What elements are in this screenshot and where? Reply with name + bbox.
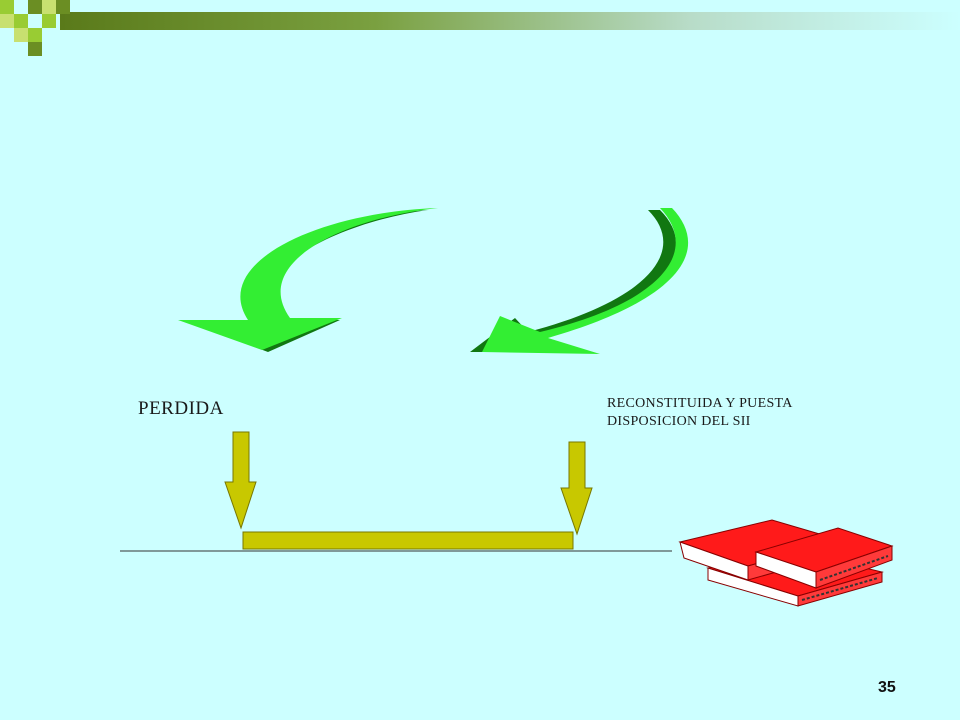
label-reconstituida: RECONSTITUIDA Y PUESTA DISPOSICION DEL S… — [607, 395, 793, 431]
curved-arrow-right — [482, 208, 689, 354]
curved-arrow-left — [178, 208, 438, 350]
down-arrow-left — [224, 431, 257, 530]
down-arrow-right — [560, 441, 593, 536]
label-perdida: PERDIDA — [138, 398, 224, 419]
label-reconstituida-line2: DISPOSICION DEL SII — [607, 414, 751, 429]
slide-number: 35 — [878, 679, 896, 696]
checkered-header-icon — [0, 0, 960, 56]
header-decoration — [0, 0, 960, 60]
timeline-bar — [242, 531, 574, 550]
label-reconstituida-line1: RECONSTITUIDA Y PUESTA — [607, 396, 793, 411]
stack-of-books-icon — [678, 519, 894, 607]
